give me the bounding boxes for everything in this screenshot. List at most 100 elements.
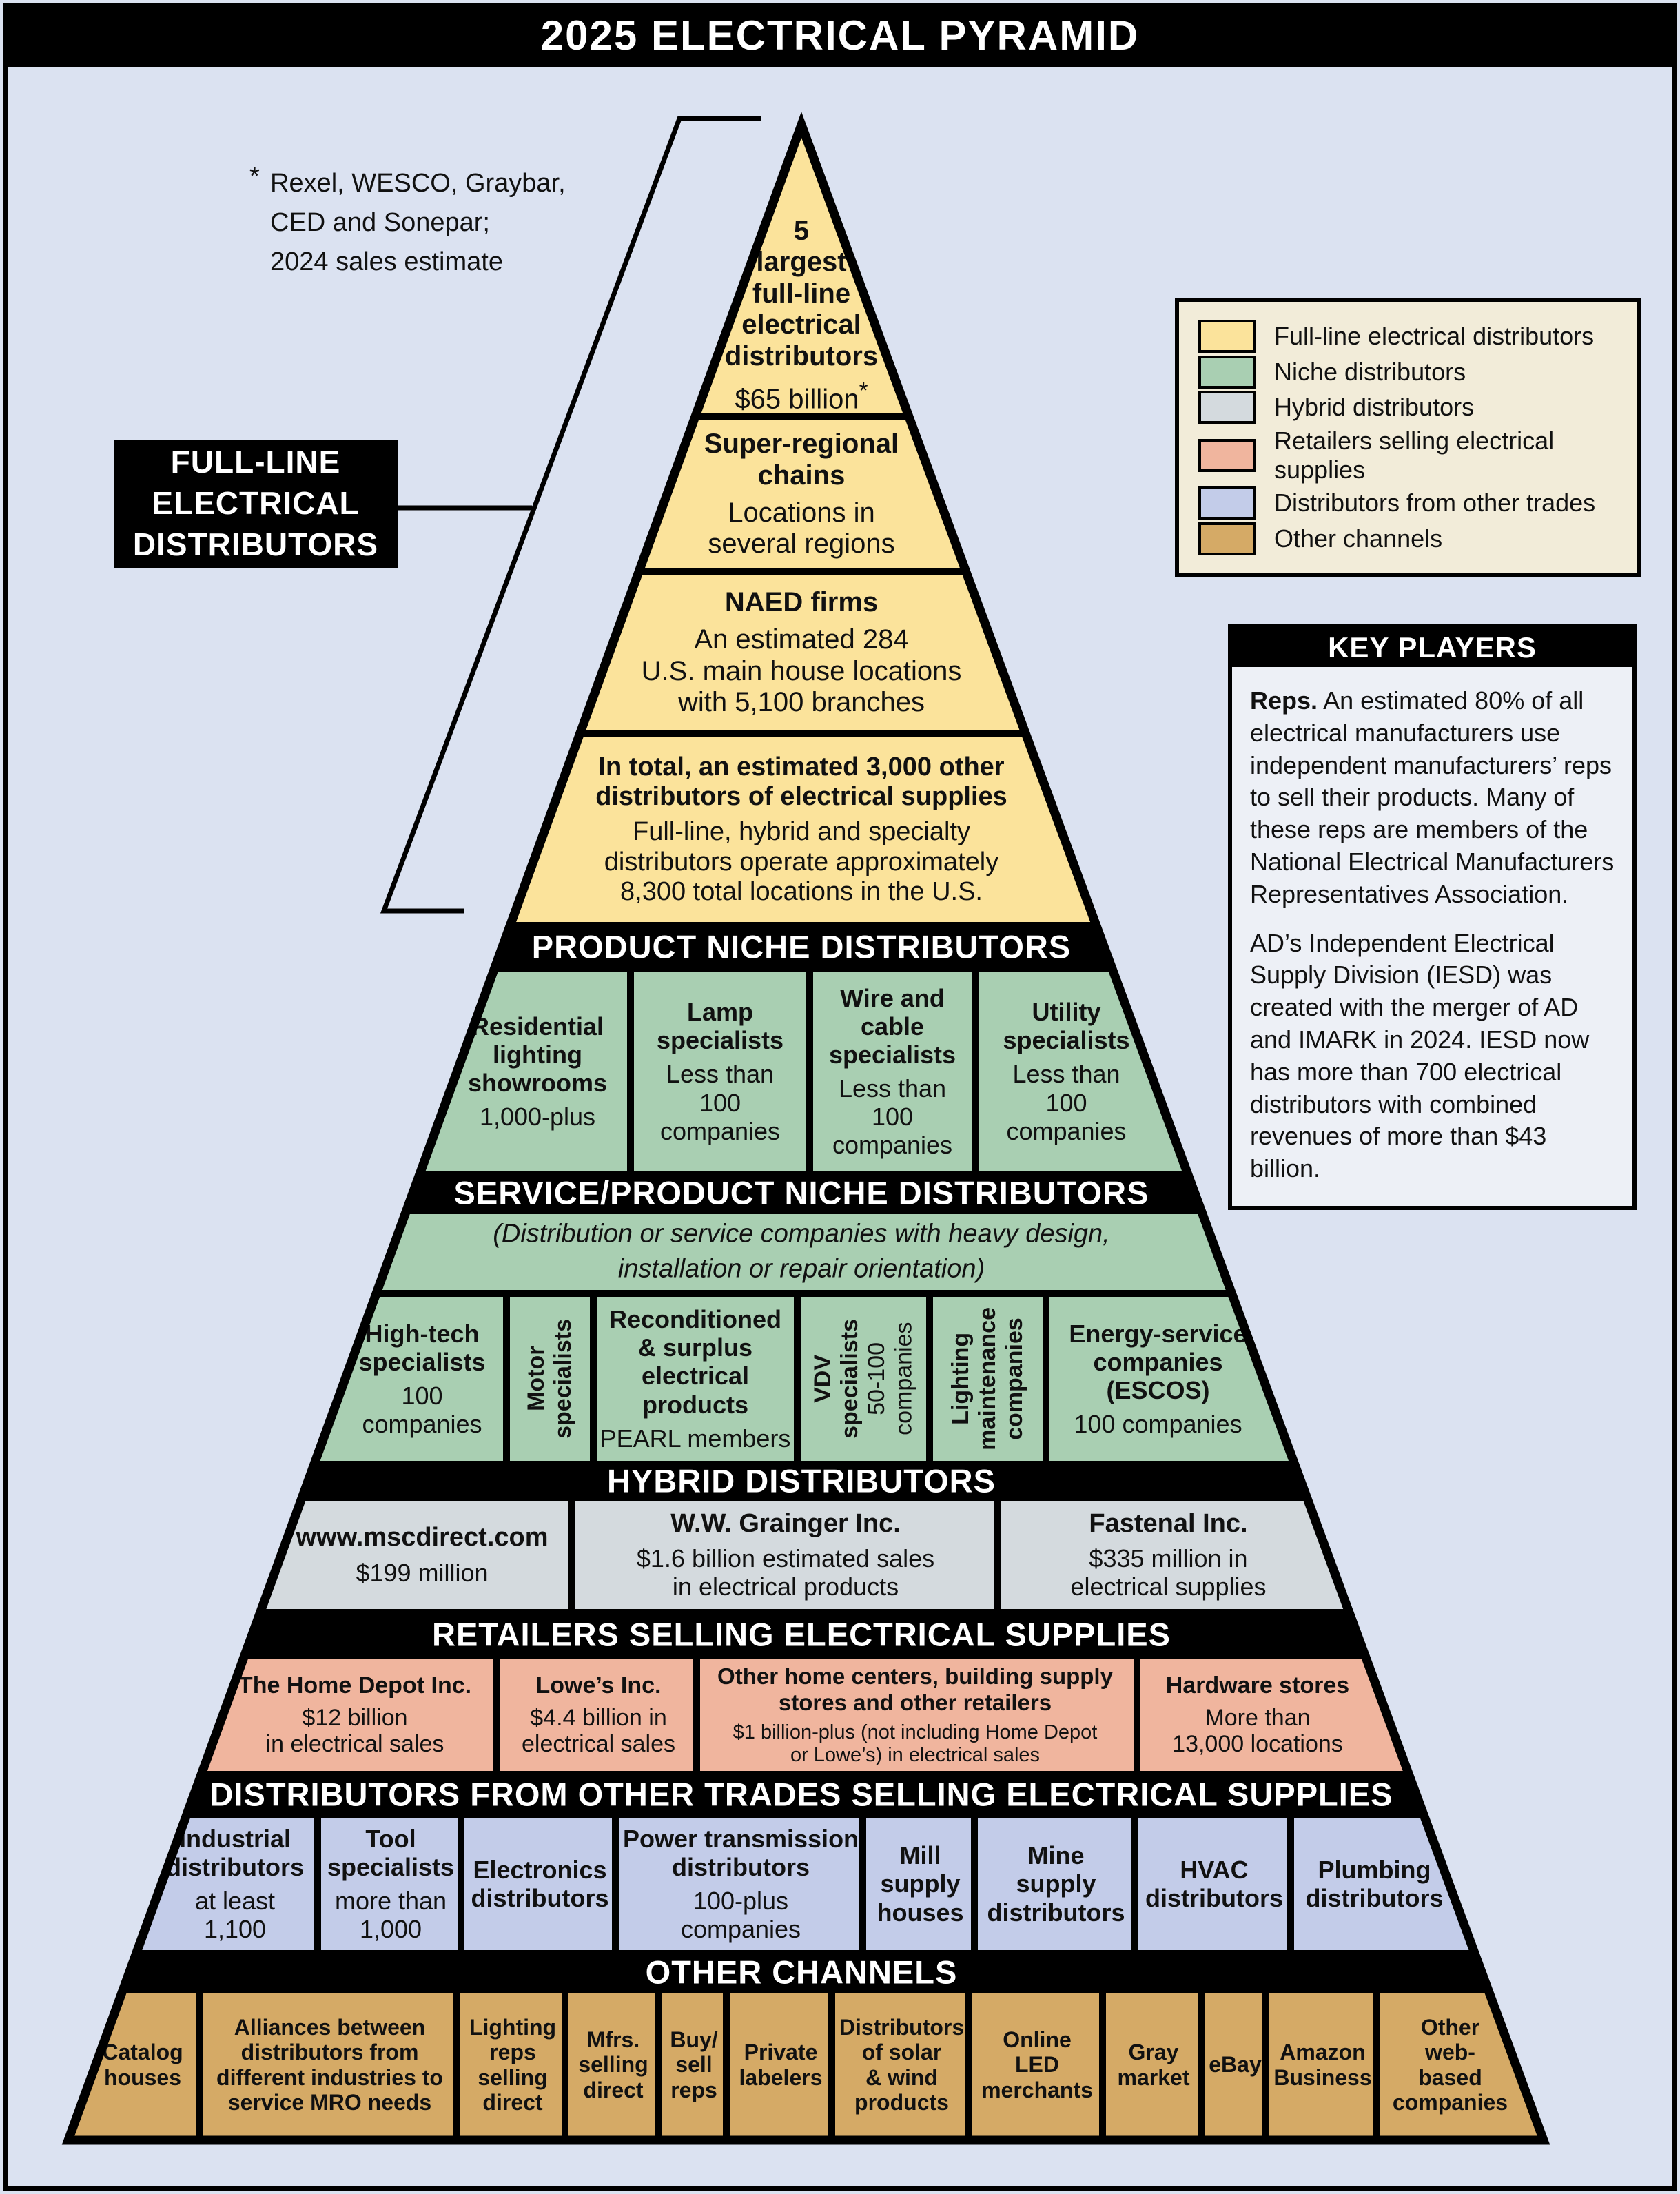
band-label: DISTRIBUTORS FROM OTHER TRADES SELLING E… [209, 1776, 1393, 1813]
cell-sub: $12 billion in electrical sales [265, 1704, 444, 1758]
cell-sub: more than 1,000 [334, 1887, 447, 1944]
cell-sub: at least 1,100 [194, 1887, 276, 1944]
footnote: * Rexel, WESCO, Graybar, CED and Sonepar… [249, 162, 656, 282]
cell-sub: 50-100 companies [863, 1322, 917, 1436]
cell-vdv-specialists: VDV specialists 50-100 companies [801, 1297, 926, 1461]
cell-title: Online LED merchants [981, 2027, 1093, 2102]
cell-sub: 100 companies [362, 1382, 482, 1439]
cell-title: VDV specialists [809, 1319, 863, 1439]
footnote-asterisk: * [249, 162, 260, 191]
cell-title: Buy/ sell reps [670, 2027, 718, 2102]
cell-utility-specialists: Utility specialists Less than 100 compan… [979, 972, 1154, 1171]
swatch-hybrid [1198, 391, 1256, 424]
cell-lamp-specialists: Lamp specialists Less than 100 companies [634, 972, 806, 1171]
cell-home-depot: The Home Depot Inc. $12 billion in elect… [217, 1659, 493, 1771]
cell-solar-wind: Distributors of solar & wind products [839, 1993, 965, 2136]
pyramid-base-line [63, 2136, 1548, 2144]
swatch-niche [1198, 355, 1256, 389]
cell-sub: Less than 100 companies [1006, 1060, 1127, 1145]
tier-title: 5 largest full-line electrical distribut… [724, 215, 879, 371]
cell-grainger: W.W. Grainger Inc. $1.6 billion estimate… [579, 1501, 992, 1609]
cell-title: Alliances between distributors from diff… [216, 2014, 443, 2115]
legend: Full-line electrical distributors Niche … [1175, 298, 1641, 577]
row-other-trades: Industrial distributors at least 1,100 T… [63, 1818, 1548, 1950]
separator [562, 1993, 568, 2136]
cell-tool-specialists: Tool specialists more than 1,000 [325, 1818, 457, 1950]
separator [972, 972, 979, 1171]
cell-online-led: Online LED merchants [975, 1993, 1099, 2136]
separator [453, 1993, 460, 2136]
swatch-other-trades [1198, 486, 1256, 520]
key-players-paragraph-2: AD’s Independent Electrical Supply Divis… [1250, 928, 1590, 1183]
legend-label: Distributors from other trades [1274, 489, 1596, 517]
cell-sub: 100 companies [1074, 1410, 1242, 1439]
band-label: HYBRID DISTRIBUTORS [607, 1462, 996, 1499]
cell-high-tech: High-tech specialists 100 companies [341, 1297, 503, 1461]
cell-energy-service: Energy-service companies (ESCOS) 100 com… [1049, 1297, 1267, 1461]
separator [965, 1993, 972, 2136]
cell-title: Plumbing distributors [1305, 1855, 1444, 1912]
cell-title: HVAC distributors [1145, 1855, 1283, 1912]
cell-title: Lighting maintenance companies [947, 1307, 1028, 1450]
cell-title: Lowe’s Inc. [535, 1672, 662, 1699]
separator [568, 1501, 575, 1609]
cell-title: Residential lighting showrooms [467, 1012, 608, 1097]
row-hybrid: www.mscdirect.com $199 million W.W. Grai… [63, 1501, 1548, 1609]
footnote-text: Rexel, WESCO, Graybar, CED and Sonepar; … [270, 169, 566, 276]
cell-title: Electronics distributors [471, 1855, 609, 1912]
cell-sub: $199 million [356, 1558, 489, 1587]
cell-title: eBay [1209, 2052, 1262, 2078]
title-bar: 2025 ELECTRICAL PYRAMID [3, 3, 1677, 67]
cell-lowes: Lowe’s Inc. $4.4 billion in electrical s… [504, 1659, 693, 1771]
legend-label: Retailers selling electrical supplies [1274, 426, 1555, 484]
cell-title: Mfrs. selling direct [578, 2027, 648, 2102]
band-other-channels: OTHER CHANNELS [63, 1950, 1548, 1993]
cell-title: Power transmission distributors [622, 1824, 859, 1881]
cell-ebay: eBay [1208, 1993, 1262, 2136]
cell-sub: Less than 100 companies [832, 1074, 953, 1160]
tier-value: $65 billion* [735, 378, 868, 414]
separator [859, 1818, 866, 1950]
cell-title: The Home Depot Inc. [238, 1672, 472, 1699]
key-players-text-1: An estimated 80% of all electrical manuf… [1250, 686, 1615, 908]
swatch-full-line [1198, 320, 1256, 353]
cell-plumbing-distributors: Plumbing distributors [1298, 1818, 1451, 1950]
key-players-header: KEY PLAYERS [1232, 628, 1632, 667]
row-other-channels: Catalog houses Alliances between distrib… [63, 1993, 1548, 2136]
tier-title: In total, an estimated 3,000 other distr… [595, 752, 1007, 812]
cell-title: W.W. Grainger Inc. [670, 1508, 901, 1538]
legend-label: Hybrid distributors [1274, 393, 1475, 422]
band-label: RETAILERS SELLING ELECTRICAL SUPPLIES [432, 1616, 1171, 1652]
cell-wire-cable-specialists: Wire and cable specialists Less than 100… [813, 972, 972, 1171]
band-hybrid: HYBRID DISTRIBUTORS [63, 1461, 1548, 1501]
key-players-box: KEY PLAYERS Reps. An estimated 80% of al… [1228, 624, 1637, 1210]
cell-sub: PEARL members [600, 1424, 791, 1453]
cell-mill-supply: Mill supply houses [870, 1818, 971, 1950]
cell-title: Mine supply distributors [987, 1841, 1125, 1927]
cell-title: Industrial distributors [165, 1824, 304, 1881]
cell-title: Lighting reps selling direct [469, 2014, 557, 2115]
cell-title: Utility specialists [1003, 998, 1130, 1055]
row-retailers: The Home Depot Inc. $12 billion in elect… [63, 1659, 1548, 1771]
cell-title: Energy-service companies (ESCOS) [1069, 1319, 1247, 1404]
key-players-lead: Reps. [1250, 686, 1318, 715]
cell-electronics-distributors: Electronics distributors [468, 1818, 612, 1950]
band-retailers: RETAILERS SELLING ELECTRICAL SUPPLIES [63, 1609, 1548, 1659]
tier-sub: Locations in several regions [708, 497, 895, 560]
separator [458, 1818, 464, 1950]
cell-title: Distributors of solar & wind products [839, 2014, 965, 2115]
key-players-body: Reps. An estimated 80% of all electrical… [1232, 667, 1632, 1206]
legend-label: Other channels [1274, 524, 1443, 553]
cell-lighting-reps: Lighting reps selling direct [464, 1993, 562, 2136]
separator [994, 1501, 1001, 1609]
separator [1131, 1818, 1138, 1950]
cell-buy-sell-reps: Buy/ sell reps [665, 1993, 723, 2136]
band-other-trades: DISTRIBUTORS FROM OTHER TRADES SELLING E… [63, 1771, 1548, 1818]
tier-title: Super-regional chains [704, 429, 899, 491]
tier-title: NAED firms [724, 587, 879, 618]
legend-item-other-trades: Distributors from other trades [1198, 486, 1617, 520]
cell-catalog-houses: Catalog houses [90, 1993, 196, 2136]
cell-title: Wire and cable specialists [828, 983, 956, 1069]
separator [1099, 1993, 1106, 2136]
cell-title: Private labelers [739, 2040, 823, 2090]
